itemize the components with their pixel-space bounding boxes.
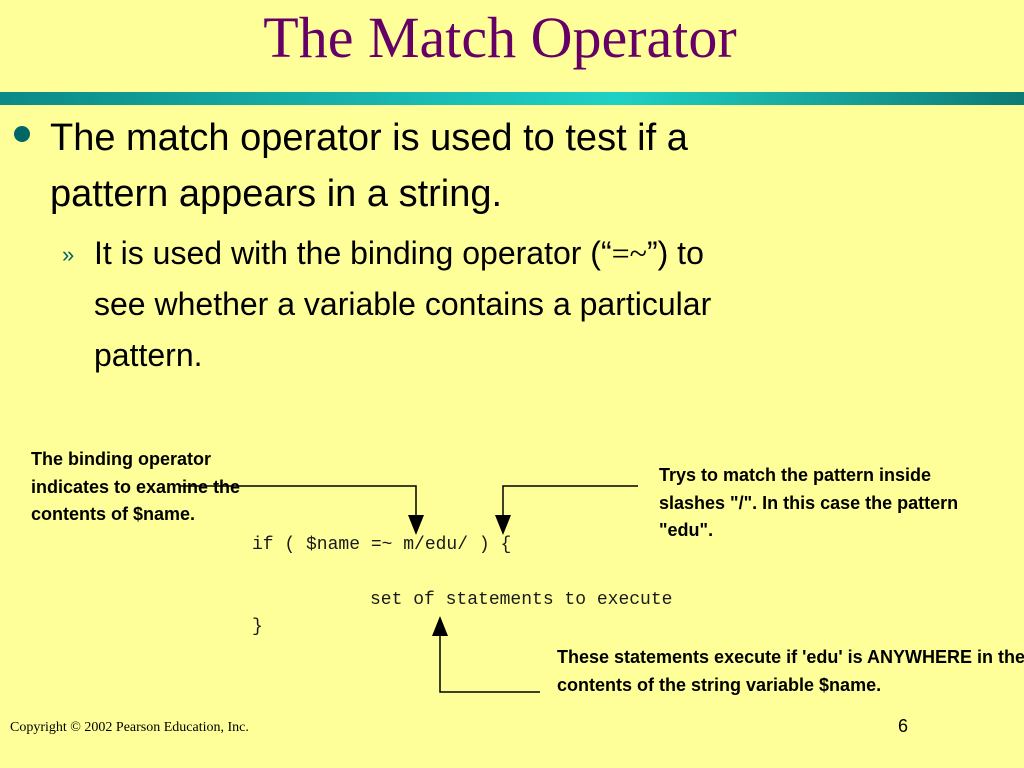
title-divider — [0, 92, 1024, 105]
binding-operator-note: The binding operator indicates to examin… — [31, 449, 241, 524]
bullet-dot-icon — [14, 126, 30, 142]
binding-arrowhead-icon — [408, 515, 424, 535]
code-line-body: set of statements to execute — [370, 590, 673, 610]
page-number: 6 — [898, 716, 909, 736]
bullet-sub-text-end: ”) to see whether a variable contains a … — [94, 235, 712, 373]
binding-arrow-line — [180, 485, 417, 515]
slide-title: The Match Operator — [263, 5, 737, 70]
copyright-footer: Copyright © 2002 Pearson Education, Inc. — [10, 720, 249, 735]
code-line-close: } — [252, 617, 263, 637]
pattern-arrow-line — [502, 485, 638, 515]
pattern-arrowhead-icon — [495, 515, 511, 535]
pattern-note: Trys to match the pattern inside slashes… — [659, 465, 959, 540]
statements-arrowhead-icon — [432, 616, 448, 636]
bullet-sub: It is used with the binding operator (“=… — [94, 228, 714, 381]
bullet-main: The match operator is used to test if a … — [50, 117, 688, 215]
statements-note: These statements execute if 'edu' is ANY… — [557, 647, 1024, 695]
sub-bullet-icon: » — [62, 242, 75, 267]
binding-operator-symbol: =~ — [611, 235, 647, 271]
code-line-if: if ( $name =~ m/edu/ ) { — [252, 535, 512, 555]
bullet-sub-text-start: It is used with the binding operator (“ — [94, 235, 612, 271]
statements-arrow-line — [439, 636, 540, 693]
